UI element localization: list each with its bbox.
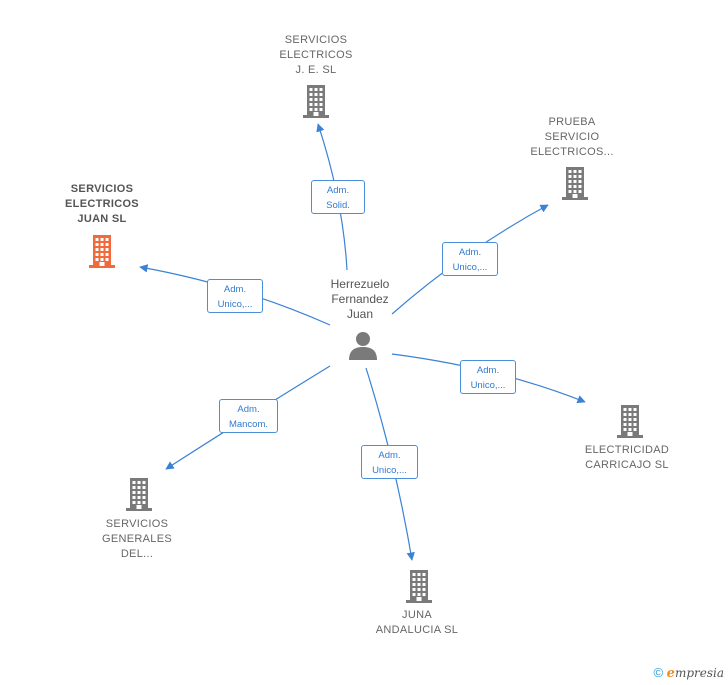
role-label-c6[interactable]: Adm. Unico,...	[361, 445, 418, 479]
building-icon[interactable]	[404, 569, 434, 603]
role-label-c1[interactable]: Adm. Solid.	[311, 180, 365, 214]
company-name-c3[interactable]: SERVICIOS ELECTRICOS JUAN SL	[65, 183, 139, 225]
company-name-c2[interactable]: PRUEBA SERVICIO ELECTRICOS...	[530, 116, 614, 158]
brand-logo-e: e	[666, 666, 675, 681]
person-icon[interactable]	[348, 330, 378, 360]
building-icon[interactable]	[301, 84, 331, 118]
company-name-c4[interactable]: ELECTRICIDAD CARRICAJO SL	[584, 444, 670, 471]
company-name-c6[interactable]: JUNA ANDALUCIA SL	[375, 609, 459, 636]
role-label-c3[interactable]: Adm. Unico,...	[207, 279, 263, 313]
role-label-c2[interactable]: Adm. Unico,...	[442, 242, 498, 276]
brand-name: mpresia	[674, 666, 724, 680]
copyright-icon: ©	[653, 665, 664, 680]
person-name[interactable]: Herrezuelo Fernandez Juan	[330, 277, 390, 321]
role-label-c4[interactable]: Adm. Unico,...	[460, 360, 516, 394]
building-icon[interactable]	[124, 477, 154, 511]
company-name-c1[interactable]: SERVICIOS ELECTRICOS J. E. SL	[279, 34, 353, 76]
company-name-c5[interactable]: SERVICIOS GENERALES DEL...	[102, 518, 172, 560]
role-label-c5[interactable]: Adm. Mancom.	[219, 399, 278, 433]
building-icon[interactable]	[560, 166, 590, 200]
building-icon[interactable]	[615, 404, 645, 438]
building-icon[interactable]	[87, 234, 117, 268]
footer-brand: © empresia	[653, 665, 724, 681]
